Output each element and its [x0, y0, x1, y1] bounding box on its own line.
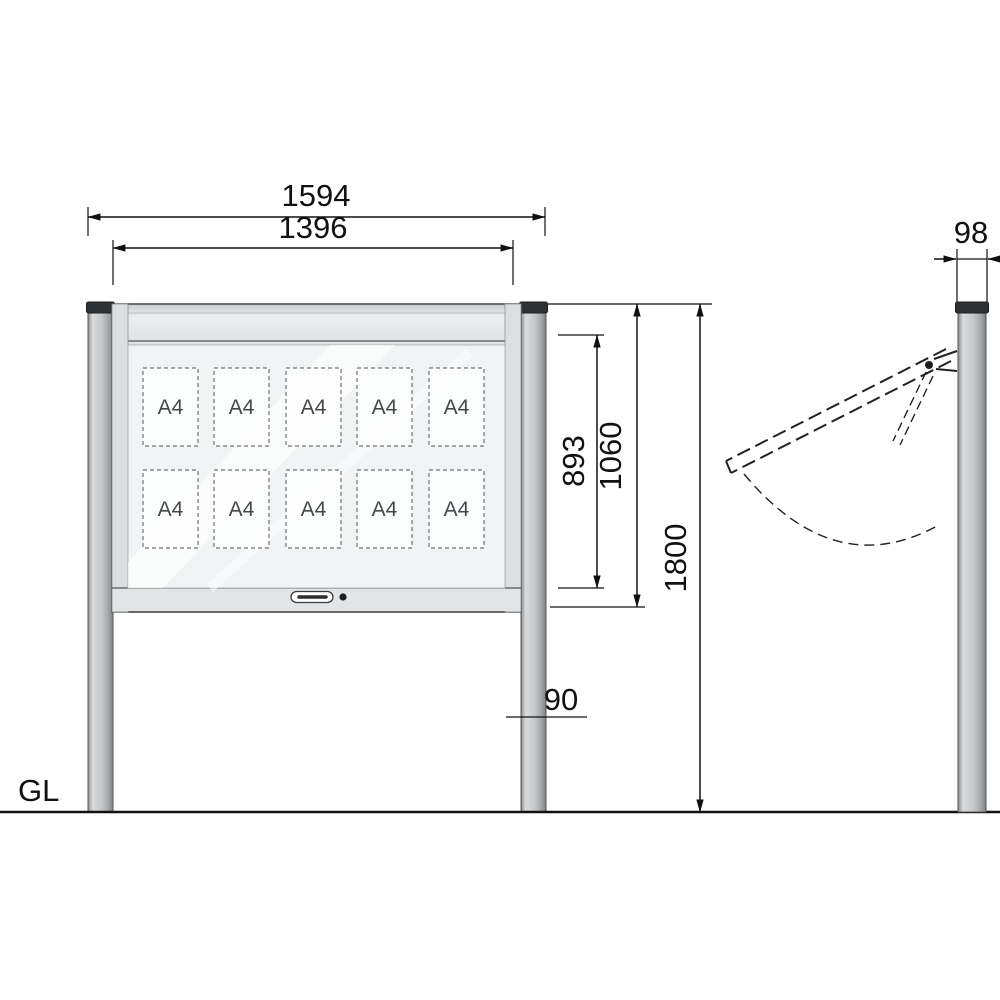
a4-sheet-label: A4	[301, 498, 327, 521]
cabinet-right-frame	[504, 303, 522, 613]
hinge-bracket	[933, 350, 958, 360]
a4-sheet	[356, 469, 413, 549]
front-right-post-cap	[519, 301, 548, 314]
door-stay	[899, 375, 934, 446]
lock	[290, 590, 347, 604]
a4-sheet-label: A4	[229, 498, 255, 521]
dim-outer-width: 1594	[87, 178, 546, 236]
a4-sheet-grid: A4 A4 A4 A4 A4 A4 A4 A4 A4 A4	[142, 367, 485, 549]
side-post-cap	[955, 301, 989, 314]
door-stay	[892, 371, 927, 442]
a4-sheet	[285, 469, 342, 549]
front-right-post	[519, 301, 548, 813]
dim-outer-width-label: 1594	[282, 178, 351, 213]
dim-inner-width-label: 1396	[279, 210, 348, 245]
door-swing-arc	[743, 473, 938, 546]
a4-sheet-label: A4	[158, 498, 184, 521]
a4-sheet-label: A4	[444, 498, 470, 521]
a4-sheet	[213, 469, 270, 549]
a4-sheet-label: A4	[158, 396, 184, 419]
a4-sheet	[285, 367, 342, 447]
hinge-bracket	[935, 368, 958, 372]
cabinet-left-frame	[111, 303, 129, 613]
cabinet-top-band	[113, 305, 520, 345]
dim-total-height: 1800	[548, 303, 712, 813]
a4-sheet	[142, 469, 199, 549]
a4-sheet-label: A4	[229, 396, 255, 419]
ground-line-label: GL	[18, 773, 59, 808]
hinge-pivot	[925, 361, 933, 369]
dim-cabinet-height: 1060	[550, 303, 645, 608]
side-post	[955, 301, 989, 813]
door-end-cap	[725, 460, 732, 474]
dim-depth: 98	[934, 215, 1000, 302]
front-left-post	[86, 301, 115, 813]
dim-opening-height: 893	[556, 334, 604, 589]
a4-sheet	[356, 367, 413, 447]
dim-opening-height-label: 893	[556, 435, 591, 487]
a4-sheet	[428, 469, 485, 549]
dim-post-width: 90	[506, 682, 587, 718]
side-open-door	[725, 348, 958, 546]
dim-total-height-label: 1800	[658, 524, 693, 593]
lock-keyhole-dot	[339, 593, 347, 601]
dim-cabinet-height-label: 1060	[593, 422, 628, 491]
cabinet-front: A4 A4 A4 A4 A4 A4 A4 A4 A4 A4	[111, 303, 522, 613]
a4-sheet-label: A4	[372, 498, 398, 521]
dim-depth-label: 98	[954, 215, 988, 250]
a4-sheet	[213, 367, 270, 447]
a4-sheet	[428, 367, 485, 447]
dim-post-width-label: 90	[544, 682, 578, 717]
a4-sheet	[142, 367, 199, 447]
a4-sheet-label: A4	[444, 396, 470, 419]
a4-sheet-label: A4	[301, 396, 327, 419]
dim-inner-width: 1396	[112, 210, 514, 285]
a4-sheet-label: A4	[372, 396, 398, 419]
front-left-post-cap	[86, 301, 115, 314]
